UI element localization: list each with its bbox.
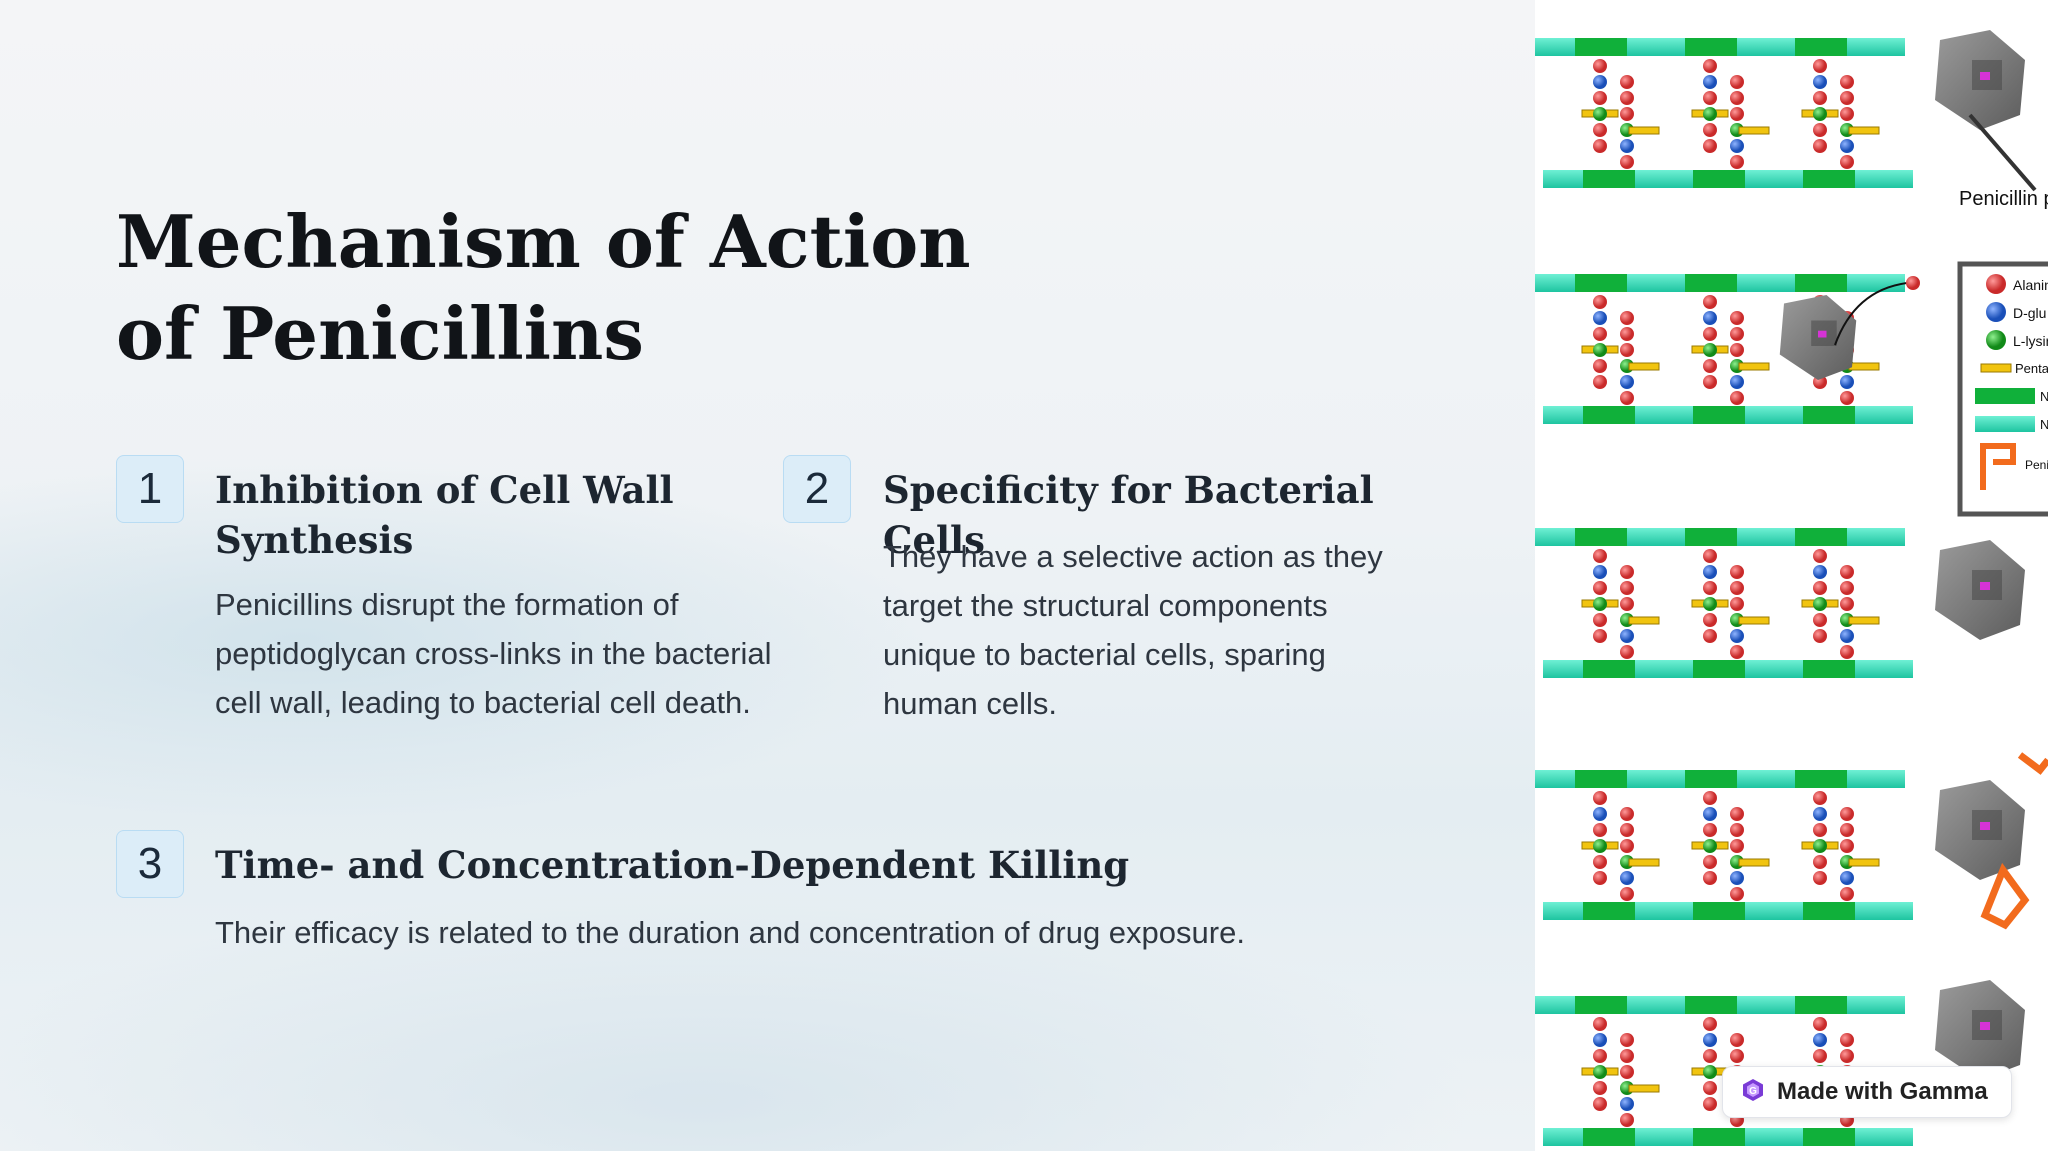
legend-nag: NAG <box>2040 417 2048 432</box>
legend-pentaglycine: Pentaglycine <box>2015 361 2048 376</box>
transpeptidase-enzyme <box>1779 295 1857 380</box>
legend: Alanine D-glu L-lysine Pentaglycine NAM … <box>1957 261 2048 517</box>
enzyme-label: Penicillin protein <box>1959 188 2048 210</box>
cell-wall-stage-3 <box>1535 528 1913 678</box>
point-title-1: Inhibition of Cell Wall Synthesis <box>215 468 674 562</box>
point-number-1: 1 <box>116 455 184 523</box>
point-number-3: 3 <box>116 830 184 898</box>
gamma-logo-icon: G <box>1741 1078 1765 1107</box>
made-with-gamma-badge[interactable]: G Made with Gamma <box>1722 1066 2012 1118</box>
point-title-3: Time- and Concentration-Dependent Killin… <box>215 843 1130 887</box>
legend-dglu: D-glu <box>2013 305 2046 321</box>
cell-wall-stage-1 <box>1535 38 1913 188</box>
slide-content: Mechanism of Action of Penicillins 1 Inh… <box>0 0 1535 1151</box>
svg-text:G: G <box>1749 1086 1757 1097</box>
cell-wall-stage-4 <box>1535 770 1913 920</box>
point-number-2: 2 <box>783 455 851 523</box>
enzyme-3 <box>1935 780 2025 880</box>
penicillin-molecule <box>1980 862 2030 930</box>
enzyme-2 <box>1935 540 2025 640</box>
point-body-2: They have a selective action as they tar… <box>883 539 1383 721</box>
slide-title: Mechanism of Action of Penicillins <box>116 199 971 376</box>
peptidoglycan-illustration: Penicillin protein Alanine D-glu L-lysin… <box>1535 0 2048 1151</box>
legend-penicillin: Penicillin <box>2025 458 2048 472</box>
cell-wall-stage-2 <box>1535 274 1913 424</box>
legend-llysine: L-lysine <box>2013 333 2048 349</box>
point-body-1: Penicillins disrupt the formation of pep… <box>215 587 772 720</box>
legend-alanine: Alanine <box>2013 277 2048 293</box>
badge-label: Made with Gamma <box>1777 1078 1988 1105</box>
point-title-2: Specificity for Bacterial Cells <box>883 468 1374 562</box>
point-body-3: Their efficacy is related to the duratio… <box>215 915 1245 950</box>
enzyme-1 <box>1935 30 2025 130</box>
enzyme-4 <box>1935 980 2025 1080</box>
legend-nam: NAM <box>2040 389 2048 404</box>
peptidoglycan-diagram: Penicillin protein Alanine D-glu L-lysin… <box>1535 30 2048 1151</box>
